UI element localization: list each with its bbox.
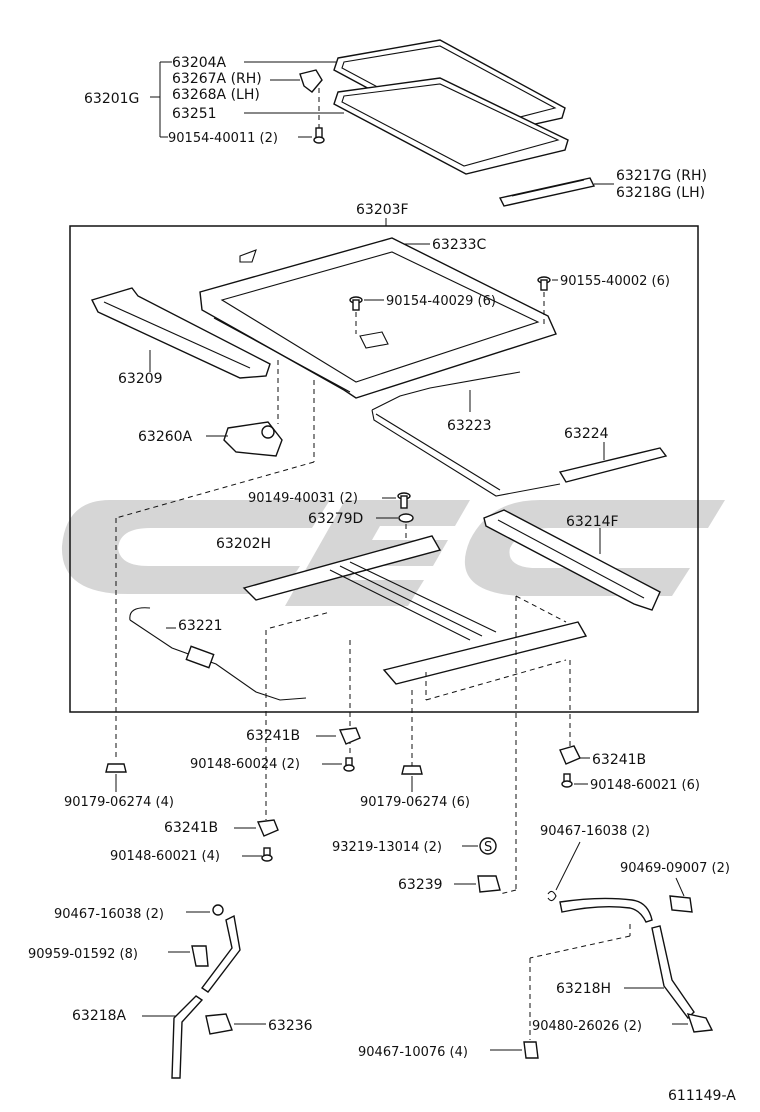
- nut-a-icon: [105, 763, 127, 773]
- label-bolt-b: 90148-60021 (6): [590, 778, 700, 793]
- bolt-c-icon: [261, 847, 273, 862]
- bolt-mid-icon: [397, 492, 411, 509]
- label-bracket-a: 63241B: [246, 728, 300, 744]
- label-bracket-c: 63241B: [164, 820, 218, 836]
- bracket-a-icon: [338, 727, 361, 745]
- glass-bracket: [299, 69, 323, 93]
- wind-deflector: [91, 287, 271, 379]
- weatherstrip-seal: [333, 77, 569, 175]
- screw-top-icon: [313, 127, 325, 144]
- assembly-frame-box: [69, 225, 699, 713]
- label-clip-d: 90959-01592 (8): [28, 947, 138, 962]
- nut-b-icon: [401, 765, 423, 775]
- sunroof-frame: [199, 237, 557, 399]
- sunroof-motor: [223, 421, 283, 457]
- label-clip-e: 90467-10076 (4): [358, 1045, 468, 1060]
- label-drive-cable: 63223: [447, 418, 492, 434]
- rail-guide: [558, 447, 668, 483]
- label-clamp-l: 63236: [268, 1018, 313, 1034]
- label-drain-hose-r: 63218H: [556, 981, 611, 997]
- label-screw-a: 90155-40002 (6): [560, 274, 670, 289]
- label-bolt-mid: 90149-40031 (2): [248, 491, 358, 506]
- label-clip-c: 90469-09007 (2): [620, 861, 730, 876]
- wire-harness: [129, 607, 307, 701]
- label-deflector: 63209: [118, 371, 163, 387]
- label-hose-clip-a: 90467-16038 (2): [54, 907, 164, 922]
- label-bracket-rh: 63267A (RH): [172, 71, 262, 87]
- svg-text:S: S: [484, 840, 492, 855]
- label-nut-a: 90179-06274 (4): [64, 795, 174, 810]
- label-clamp: 63239: [398, 877, 443, 893]
- label-bracket-b: 63241B: [592, 752, 646, 768]
- label-bolt-c: 90148-60021 (4): [110, 849, 220, 864]
- label-front-housing: 63202H: [216, 536, 271, 552]
- clip-c-icon: [669, 895, 693, 913]
- label-washer: 63279D: [308, 511, 363, 527]
- bracket-b-icon: [559, 745, 581, 765]
- label-rail-rh: 63217G (RH): [616, 168, 707, 184]
- hose-clip-a-icon: [212, 904, 224, 916]
- label-cable-frame: 63233C: [432, 237, 487, 253]
- bolt-b-icon: [561, 773, 573, 788]
- clamp-l-icon: [205, 1013, 233, 1035]
- label-clip-s: 93219-13014 (2): [332, 840, 442, 855]
- side-rail: [498, 177, 596, 207]
- label-nut-b: 90179-06274 (6): [360, 795, 470, 810]
- hose-clip-b-icon: [547, 890, 557, 902]
- drive-cable: [371, 371, 561, 497]
- label-hose-clip-b: 90467-16038 (2): [540, 824, 650, 839]
- label-rear-housing: 63214F: [566, 514, 619, 530]
- label-wire: 63221: [178, 618, 223, 634]
- screw-a-icon: [537, 276, 551, 291]
- group-bracket: [150, 61, 172, 138]
- rear-housing: [483, 509, 661, 611]
- clamp-icon: [477, 875, 501, 893]
- label-glass: 63204A: [172, 55, 227, 71]
- figure-id: 611149-A: [668, 1088, 736, 1104]
- label-weatherstrip: 63251: [172, 106, 217, 122]
- screw-b-icon: [349, 296, 363, 311]
- clamp-r-icon: [686, 1013, 714, 1033]
- drain-hose-l: [171, 914, 241, 1079]
- frame-label: 63203F: [356, 202, 409, 218]
- label-screw-top: 90154-40011 (2): [168, 131, 278, 146]
- label-bracket-lh: 63268A (LH): [172, 87, 260, 103]
- label-drain-hose-l: 63218A: [72, 1008, 127, 1024]
- drain-hose-r: [559, 897, 695, 1020]
- clip-s-icon: S: [479, 837, 497, 855]
- clip-d-icon: [191, 945, 209, 967]
- clip-e-icon: [523, 1041, 539, 1059]
- label-rail-guide: 63224: [564, 426, 609, 442]
- label-rail-lh: 63218G (LH): [616, 185, 705, 201]
- bolt-a-icon: [343, 757, 355, 772]
- label-motor: 63260A: [138, 429, 193, 445]
- front-housing: [242, 535, 588, 685]
- label-screw-b: 90154-40029 (6): [386, 294, 496, 309]
- label-bolt-a: 90148-60024 (2): [190, 757, 300, 772]
- bracket-c-icon: [256, 819, 279, 837]
- group-label: 63201G: [84, 91, 139, 107]
- washer-icon: [398, 513, 414, 523]
- label-clamp-r: 90480-26026 (2): [532, 1019, 642, 1034]
